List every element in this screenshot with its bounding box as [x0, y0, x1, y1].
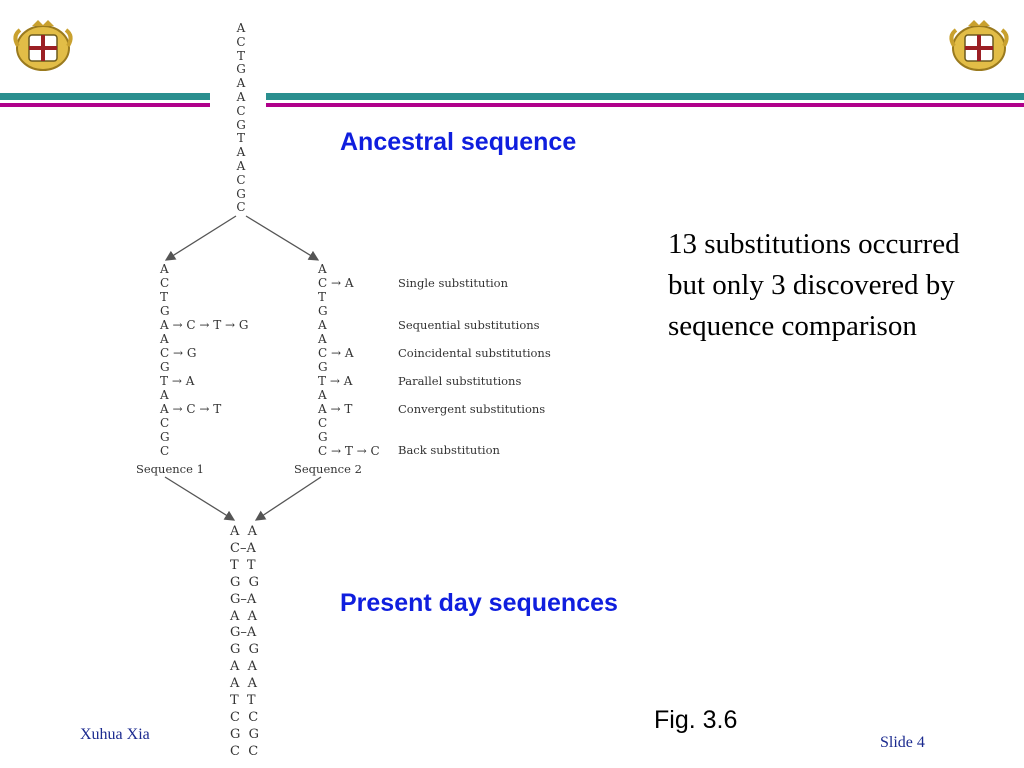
seq2-row: A → T	[318, 402, 353, 416]
sequence-2-label: Sequence 2	[294, 462, 362, 476]
ancestral-sequence-heading: Ancestral sequence	[340, 128, 577, 156]
seq1-row: G	[160, 430, 170, 444]
seq1-row: T → A	[160, 374, 195, 388]
substitution-note: 13 substitutions occurred but only 3 dis…	[668, 228, 960, 342]
seq1-row: T	[160, 290, 169, 304]
seq2-row: G	[318, 360, 328, 374]
seq2-row: C → A	[318, 276, 354, 290]
seq2-row: G	[318, 430, 328, 444]
seq2-row: C → A	[318, 346, 354, 360]
label-parallel-substitutions: Parallel substitutions	[398, 374, 522, 388]
seq1-row: A	[160, 332, 169, 346]
seq1-row: C	[160, 276, 170, 290]
sequence-1-label: Sequence 1	[136, 462, 204, 476]
seq2-row: C → T → C	[318, 444, 380, 458]
seq2-row: A	[318, 318, 327, 332]
header-rule-teal	[0, 93, 1024, 100]
footer-slide-number: Slide 4	[880, 734, 925, 751]
label-convergent-substitutions: Convergent substitutions	[398, 402, 546, 416]
label-single-substitution: Single substitution	[398, 276, 508, 290]
seq2-row: G	[318, 304, 328, 318]
seq1-row: C → G	[160, 346, 197, 360]
crest-logo-right	[949, 20, 1009, 71]
seq1-row: A → C → T	[160, 402, 222, 416]
crest-logo-left	[13, 20, 73, 71]
seq2-row: C	[318, 416, 328, 430]
footer-author: Xuhua Xia	[80, 726, 150, 743]
label-back-substitution: Back substitution	[398, 443, 500, 457]
rule-gap	[210, 88, 266, 112]
label-sequential-substitutions: Sequential substitutions	[398, 318, 540, 332]
seq2-row: A	[318, 388, 327, 402]
label-coincidental-substitutions: Coincidental substitutions	[398, 346, 551, 360]
seq2-row: T	[318, 290, 327, 304]
present-day-sequences-column: A A C–A T T G G G–A A A G–A G G A A A A …	[230, 524, 260, 759]
seq1-row: A → C → T → G	[160, 318, 249, 332]
seq1-row: G	[160, 304, 170, 318]
seq2-row: A	[318, 262, 327, 276]
present-day-heading: Present day sequences	[340, 589, 618, 617]
figure-reference: Fig. 3.6	[654, 706, 738, 734]
header-rule-magenta	[0, 103, 1024, 107]
seq1-row: A	[160, 388, 169, 402]
seq1-row: A	[160, 262, 169, 276]
seq2-row: T → A	[318, 374, 353, 388]
seq2-row: A	[318, 332, 327, 346]
seq1-row: C	[160, 444, 170, 458]
seq1-row: G	[160, 360, 170, 374]
seq1-row: C	[160, 416, 170, 430]
